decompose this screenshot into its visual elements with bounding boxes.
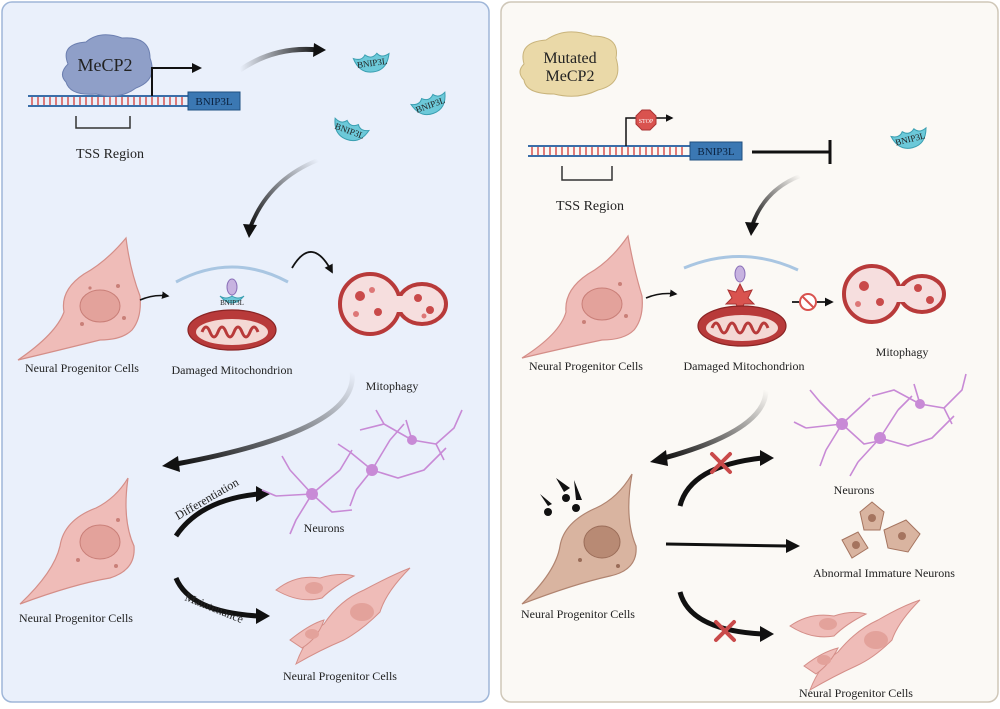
- prohibited-icon: [799, 293, 817, 311]
- mutated-neuron-soma-2: [874, 432, 886, 444]
- dna-strand: [28, 95, 188, 107]
- mutated-damaged-mitochondrion: [697, 305, 787, 347]
- transcription-arrow: [151, 63, 202, 96]
- mutated-npc-group: [789, 599, 921, 692]
- mutated-dna-strand: [528, 145, 690, 157]
- expression-arrowhead: [313, 43, 326, 57]
- phagophore-membrane: [175, 265, 289, 284]
- to-mitophagy-arrow: [291, 251, 333, 274]
- mutated-neurons-label: Neurons: [834, 483, 875, 497]
- npc-cell-mutated-1: [521, 234, 643, 359]
- outcome-arrowhead: [162, 456, 180, 472]
- npc-label-2: Neural Progenitor Cells: [19, 611, 133, 625]
- alert-exclamation-icon: [540, 478, 582, 516]
- npc-to-mito-arrow: [139, 291, 170, 301]
- abnormal-label: Abnormal Immature Neurons: [813, 566, 955, 580]
- blocked-differentiation-arrow: [677, 455, 763, 507]
- blocked-maintenance-arrow: [677, 591, 763, 637]
- mutated-tss-bracket: [561, 166, 613, 181]
- abnormal-arrow: [665, 542, 789, 548]
- localization-arrow: [248, 158, 319, 229]
- svg-text:BNIP3L: BNIP3L: [356, 56, 388, 70]
- npc-label-3: Neural Progenitor Cells: [283, 669, 397, 683]
- mutated-npc-to-mito-arrow: [645, 289, 678, 299]
- localization-arrowhead: [243, 224, 257, 238]
- npc-label-1: Neural Progenitor Cells: [25, 361, 139, 375]
- neurons-mutated: [793, 373, 967, 477]
- mutated-localization-arrowhead: [745, 222, 759, 236]
- neurons-normal: [261, 409, 463, 535]
- tss-bracket: [75, 116, 131, 129]
- bnip3l-protein-1: BNIP3L: [352, 51, 392, 75]
- mutated-localization-arrow: [750, 174, 801, 227]
- cross-icon-differentiation: [710, 452, 732, 474]
- mutated-tss-label: TSS Region: [556, 199, 624, 214]
- mutated-mecp2-line2: MeCP2: [546, 68, 595, 85]
- outcome-arrow: [175, 371, 355, 467]
- neuron-soma-1: [306, 488, 318, 500]
- mutated-mecp2-protein: [519, 31, 619, 97]
- mecp2-protein: [62, 34, 153, 97]
- mitophagy-autophagosome: [338, 272, 448, 336]
- mutated-membrane-receptor: [734, 265, 746, 283]
- normal-panel: BNIP3L MeCP2 TSS Region BNIP3L BNIP3L BN…: [1, 1, 490, 703]
- mutated-npc-label-3: Neural Progenitor Cells: [799, 686, 913, 700]
- mutated-gene-label: BNIP3L: [697, 146, 735, 158]
- maintenance-arrowhead: [256, 608, 270, 624]
- tss-label: TSS Region: [76, 147, 144, 162]
- mutated-panel: Mutated MeCP2 BNIP3L STOP TSS Region BNI…: [500, 1, 999, 703]
- mutated-npc-label-1: Neural Progenitor Cells: [529, 359, 643, 373]
- damaged-mitochondrion: [187, 309, 277, 351]
- differentiation-arrow: [173, 491, 259, 538]
- mutated-outcome-arrowhead: [650, 450, 668, 466]
- mitophagy-label: Mitophagy: [366, 379, 419, 393]
- mutated-mitophagy-label: Mitophagy: [876, 345, 929, 359]
- mecp2-label: MeCP2: [77, 55, 132, 75]
- expression-arrow: [238, 46, 319, 73]
- mutated-neuron-soma-1: [836, 418, 848, 430]
- npc-cell-normal-2: [19, 477, 135, 605]
- mutated-npc-label-2: Neural Progenitor Cells: [521, 607, 635, 621]
- mutated-mecp2-line1: Mutated: [543, 50, 596, 67]
- mutated-phagophore-membrane: [683, 255, 799, 272]
- mutated-damaged-mito-label: Damaged Mitochondrion: [684, 359, 805, 373]
- maintenance-arrow: [173, 576, 259, 619]
- bnip3l-protein-3: BNIP3L: [329, 115, 371, 147]
- differentiation-arrowhead: [256, 486, 270, 502]
- cross-icon-maintenance: [714, 620, 736, 642]
- stop-sign-icon: STOP: [635, 109, 657, 131]
- bnip3l-protein-2: BNIP3L: [409, 89, 451, 121]
- mutated-bnip3l-protein: BNIP3L: [890, 125, 931, 153]
- blocked-differentiation-arrowhead: [760, 450, 774, 466]
- gene-label: BNIP3L: [195, 96, 233, 108]
- damaged-mito-label: Damaged Mitochondrion: [172, 363, 293, 377]
- npc-cell-mutated-2: [521, 473, 637, 605]
- blocked-maintenance-arrowhead: [760, 626, 774, 642]
- blocked-transcription-arrow: [625, 114, 674, 146]
- neuron-soma-2: [366, 464, 378, 476]
- mutated-neuron-soma-3: [915, 399, 925, 409]
- neuron-soma-3: [407, 435, 417, 445]
- npc-cell-normal-1: [17, 236, 141, 361]
- npc-group-maintained: [275, 567, 411, 666]
- mutated-gene-box: [689, 141, 743, 161]
- mutated-outcome-arrow: [663, 389, 769, 461]
- gene-box: [187, 91, 241, 111]
- abnormal-immature-neurons: [841, 501, 921, 559]
- neurons-label: Neurons: [304, 521, 345, 535]
- svg-text:BNIP3L: BNIP3L: [220, 299, 244, 307]
- svg-text:STOP: STOP: [639, 119, 654, 125]
- membrane-receptor: BNIP3L: [219, 278, 245, 307]
- abnormal-arrowhead: [786, 539, 800, 553]
- mutated-mitophagy-autophagosome: [842, 264, 946, 324]
